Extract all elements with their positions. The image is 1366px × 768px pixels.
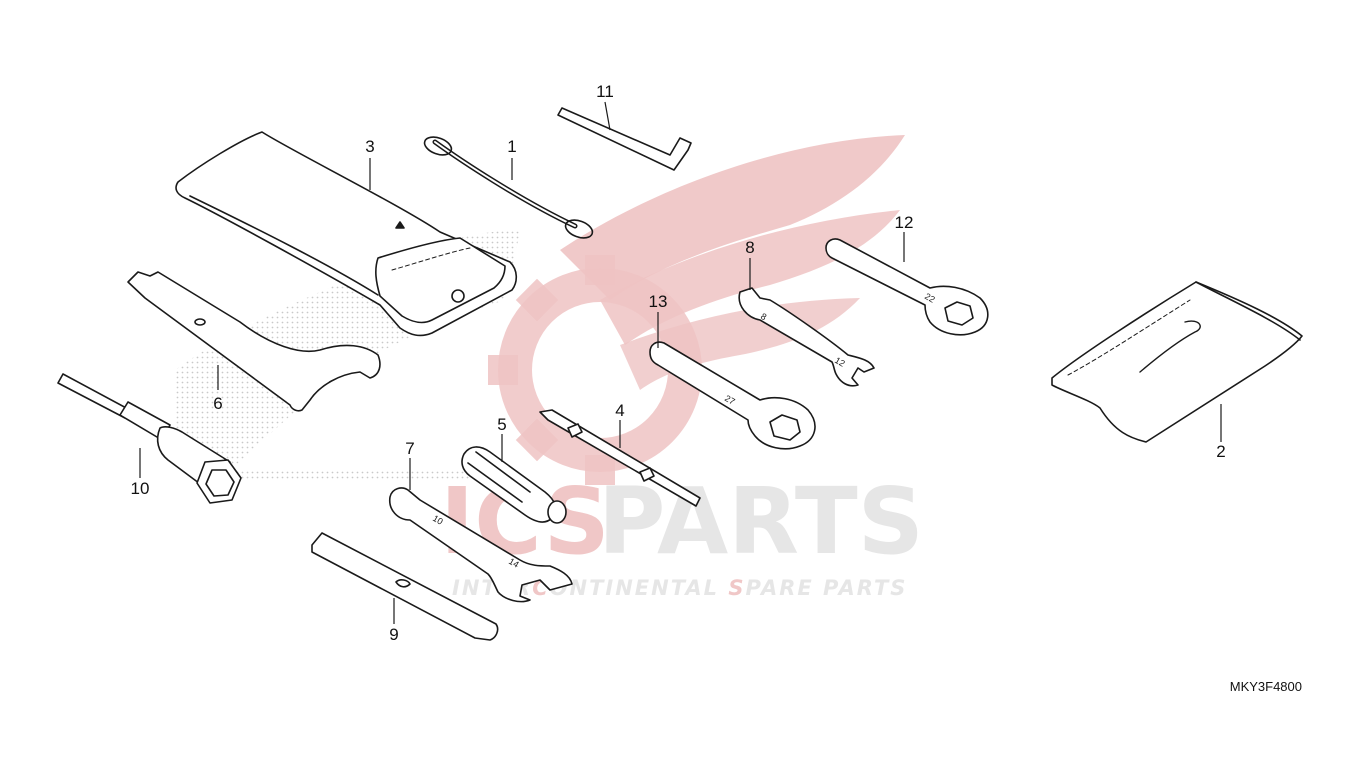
screwdriver-handle [461,446,567,524]
callout-13: 13 [649,292,668,311]
hex-key [557,107,692,171]
hook-spanner [127,271,381,412]
callout-10: 10 [131,479,150,498]
document-pouch [1051,281,1303,443]
callout-12: 12 [895,213,914,232]
wrench-size-mark: 27 [723,393,737,407]
leader-lines [139,101,1222,624]
callout-labels: 3 1 11 12 8 13 2 4 5 7 6 10 9 [131,82,1226,644]
wrench-size-mark: 14 [507,556,521,570]
watermark-subtitle: INTERCONTINENTAL SPARE PARTS [452,576,907,600]
screwdriver-bit [539,409,701,507]
diagram-code: MKY3F4800 [1229,679,1302,694]
tool-bag [175,131,518,337]
callout-2: 2 [1216,442,1225,461]
callout-3: 3 [365,137,374,156]
open-end-wrench-10x14: 10 14 [388,487,573,603]
extension-bar [311,532,499,641]
callout-1: 1 [507,137,516,156]
wrench-size-mark: 22 [923,291,937,305]
box-wrench-22: 22 [825,238,989,336]
callout-6: 6 [213,394,222,413]
wrench-size-mark: 8 [759,311,768,322]
watermark-parts: PARTS [598,468,924,575]
wrench-size-mark: 10 [431,513,445,527]
plug-socket-wrench [57,373,242,504]
callout-7: 7 [405,439,414,458]
callout-5: 5 [497,415,506,434]
box-wrench-27: 27 [649,341,816,450]
wrench-size-mark: 12 [833,355,847,369]
watermark-gear-wing [488,135,905,485]
callout-9: 9 [389,625,398,644]
helmet-cable [423,136,594,239]
callout-4: 4 [615,401,624,420]
open-end-wrench-8x12: 8 12 [738,287,875,387]
callout-11: 11 [596,82,614,101]
callout-8: 8 [745,238,754,257]
